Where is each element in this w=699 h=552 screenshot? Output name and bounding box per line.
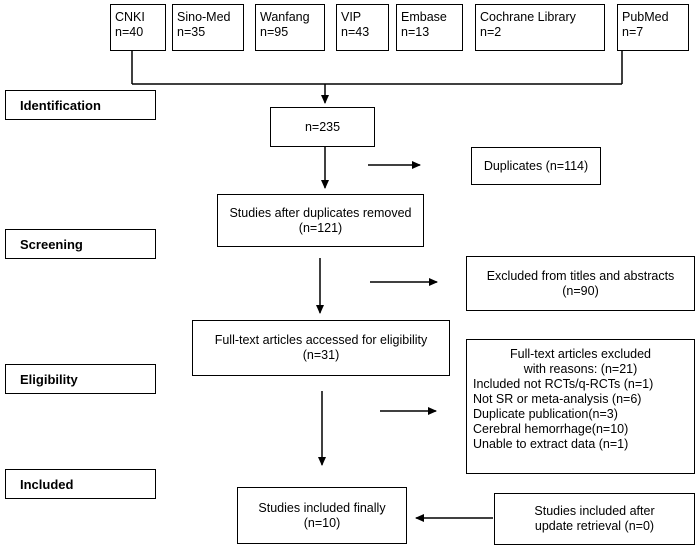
exclusion-reason: Included not RCTs/q-RCTs (n=1) <box>473 377 654 391</box>
fulltext-assessed-box: Full-text articles accessed for eligibil… <box>192 320 450 376</box>
fulltext-assessed-line1: Full-text articles accessed for eligibil… <box>214 333 428 347</box>
source-name: PubMed <box>622 10 669 24</box>
source-count: n=7 <box>622 25 644 39</box>
source-name: VIP <box>341 10 362 24</box>
stage-screening: Screening <box>5 229 156 259</box>
source-name: Sino-Med <box>177 10 231 24</box>
source-count: n=40 <box>115 25 144 39</box>
fulltext-excluded-line1: Full-text articles excluded <box>509 347 652 361</box>
included-finally-line2: (n=10) <box>303 515 341 530</box>
source-box-wanfang: Wanfang n=95 <box>255 4 325 51</box>
excluded-titles-box: Excluded from titles and abstracts (n=90… <box>466 256 695 311</box>
source-box-pubmed: PubMed n=7 <box>617 4 689 51</box>
duplicates-box: Duplicates (n=114) <box>471 147 601 185</box>
fulltext-excluded-line2: with reasons: (n=21) <box>523 362 638 376</box>
exclusion-reason: Not SR or meta-analysis (n=6) <box>473 392 642 406</box>
source-name: Cochrane Library <box>480 10 576 24</box>
fulltext-assessed-line2: (n=31) <box>302 348 340 362</box>
source-box-embase: Embase n=13 <box>396 4 463 51</box>
exclusion-reason: Cerebral hemorrhage(n=10) <box>473 422 629 436</box>
source-count: n=43 <box>341 25 370 39</box>
after-duplicates-line1: Studies after duplicates removed <box>229 205 412 220</box>
included-finally-box: Studies included finally (n=10) <box>237 487 407 544</box>
stage-label: Identification <box>20 97 101 113</box>
source-name: Wanfang <box>260 10 310 24</box>
stage-label: Eligibility <box>20 371 78 387</box>
stage-label: Included <box>20 476 74 492</box>
source-name: Embase <box>401 10 447 24</box>
after-duplicates-line2: (n=121) <box>298 220 343 235</box>
exclusion-reason: Unable to extract data (n=1) <box>473 437 629 451</box>
source-box-cochrane: Cochrane Library n=2 <box>475 4 605 51</box>
source-count: n=95 <box>260 25 289 39</box>
stage-included: Included <box>5 469 156 499</box>
exclusion-reason: Duplicate publication(n=3) <box>473 407 618 421</box>
stage-eligibility: Eligibility <box>5 364 156 394</box>
source-count: n=35 <box>177 25 206 39</box>
source-box-sino-med: Sino-Med n=35 <box>172 4 244 51</box>
included-finally-line1: Studies included finally <box>258 500 386 515</box>
excluded-titles-line1: Excluded from titles and abstracts <box>486 268 675 283</box>
update-retrieval-box: Studies included after update retrieval … <box>494 493 695 545</box>
total-records-text: n=235 <box>304 119 341 134</box>
source-count: n=2 <box>480 25 502 39</box>
stage-label: Screening <box>20 236 83 252</box>
after-duplicates-box: Studies after duplicates removed (n=121) <box>217 194 424 247</box>
source-box-cnki: CNKI n=40 <box>110 4 166 51</box>
source-name: CNKI <box>115 10 145 24</box>
excluded-titles-line2: (n=90) <box>562 283 599 298</box>
source-box-vip: VIP n=43 <box>336 4 389 51</box>
update-retrieval-line2: update retrieval (n=0) <box>534 519 655 533</box>
duplicates-text: Duplicates (n=114) <box>483 158 589 173</box>
stage-identification: Identification <box>5 90 156 120</box>
fulltext-excluded-box: Full-text articles excluded with reasons… <box>466 339 695 474</box>
update-retrieval-line1: Studies included after <box>534 504 655 518</box>
source-count: n=13 <box>401 25 430 39</box>
total-records-box: n=235 <box>270 107 375 147</box>
